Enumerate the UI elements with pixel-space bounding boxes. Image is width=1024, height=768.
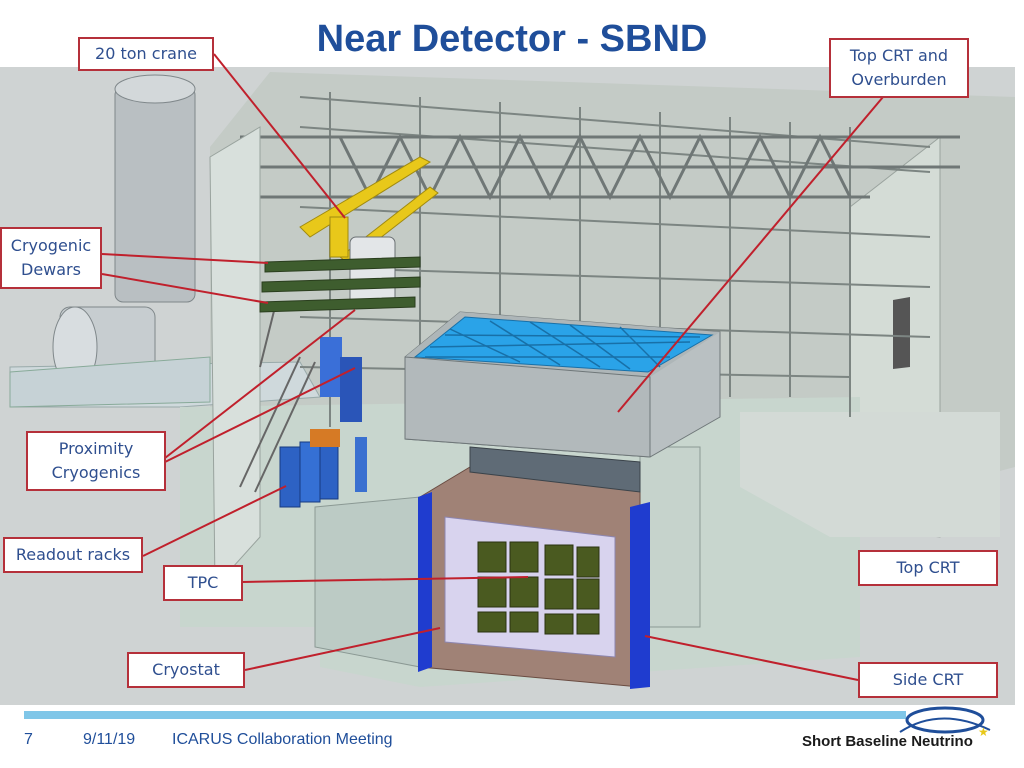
footer-date: 9/11/19 — [83, 731, 136, 748]
svg-text:★: ★ — [978, 725, 989, 739]
callout-top-crt-overburden: Top CRT and Overburden — [829, 38, 969, 98]
sbn-logo-text: Short Baseline Neutrino — [802, 733, 973, 750]
callout-readout-racks: Readout racks — [3, 537, 143, 573]
slide-title: Near Detector - SBND — [316, 18, 708, 60]
detector-hall-render — [0, 67, 1015, 705]
footer-meeting: ICARUS Collaboration Meeting — [172, 731, 393, 748]
callout-side-crt: Side CRT — [858, 662, 998, 698]
callout-crane: 20 ton crane — [78, 37, 214, 71]
page-number: 7 — [24, 731, 33, 748]
callout-proximity-cryogenics: Proximity Cryogenics — [26, 431, 166, 491]
callout-cryogenic-dewars: Cryogenic Dewars — [0, 227, 102, 289]
footer-band — [24, 711, 906, 719]
callout-cryostat: Cryostat — [127, 652, 245, 688]
sbn-logo-swirl: ★ — [899, 706, 991, 739]
callout-tpc: TPC — [163, 565, 243, 601]
callout-top-crt: Top CRT — [858, 550, 998, 586]
